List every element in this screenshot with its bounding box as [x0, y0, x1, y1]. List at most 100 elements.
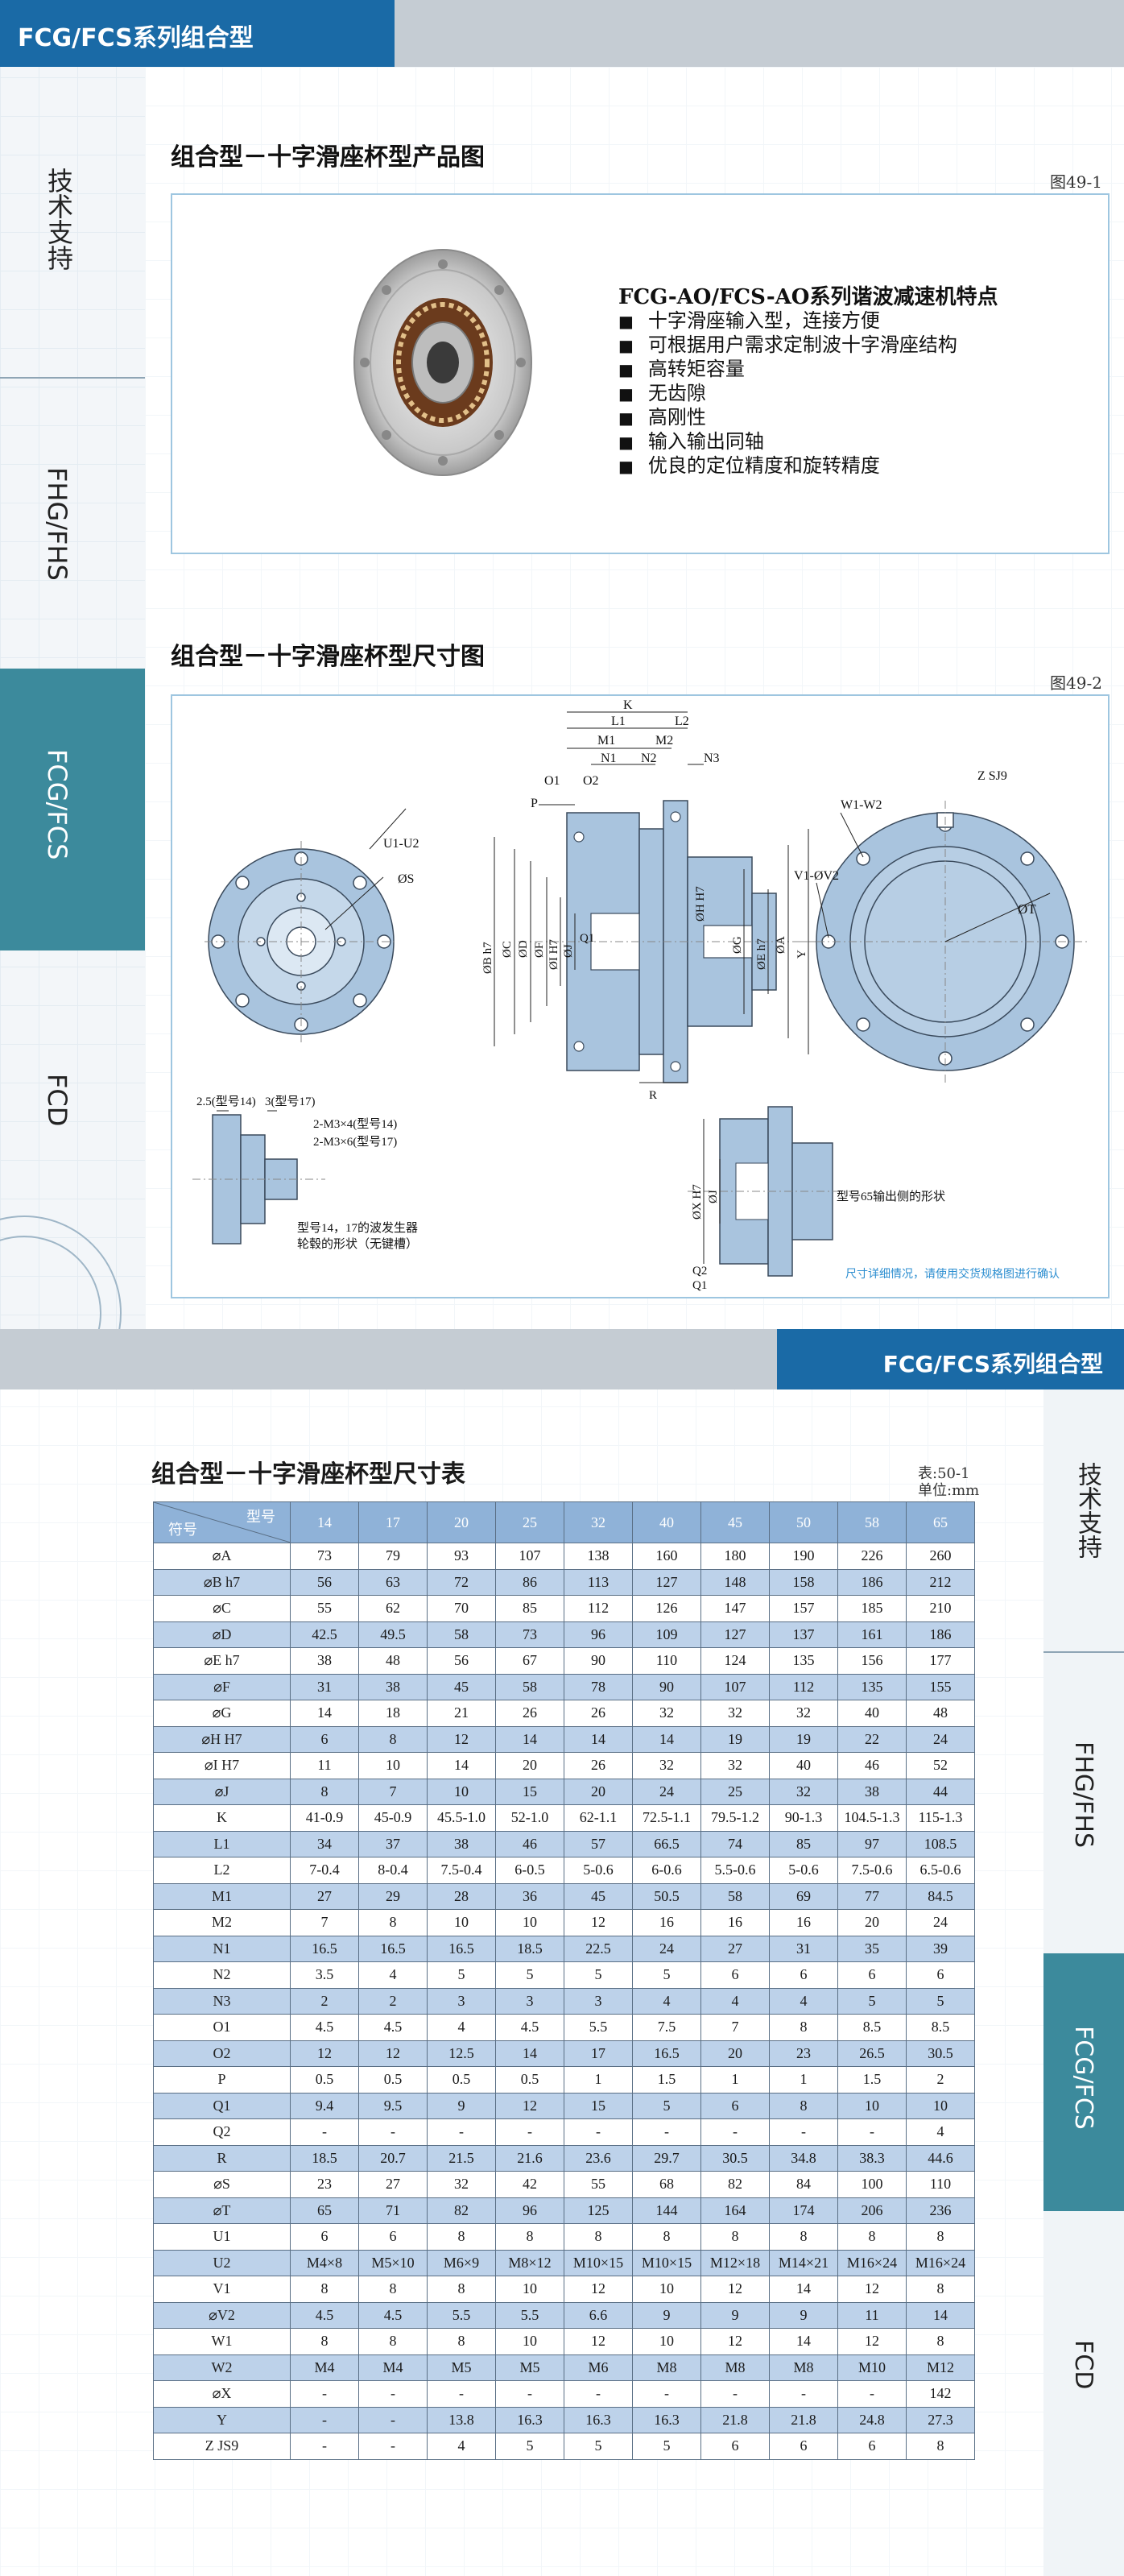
table-cell: 6	[700, 2092, 770, 2119]
side-tab-label: FCG/FCS	[42, 749, 72, 860]
table-cell: 4	[427, 2433, 496, 2460]
table-cell: 12	[564, 2276, 633, 2303]
table-cell: 8	[427, 2276, 496, 2303]
table-cell: 8	[358, 1909, 428, 1936]
table-cell: 4	[632, 1987, 701, 2015]
side-tab-tech-support[interactable]: 技术支持	[0, 67, 145, 377]
table-cell: 107	[495, 1543, 564, 1570]
table-cell: 135	[769, 1647, 838, 1675]
table-cell: 14	[769, 2328, 838, 2355]
table-cell: 8	[358, 2328, 428, 2355]
row-symbol: ⌀V2	[153, 2301, 291, 2329]
table-cell: 38	[290, 1647, 359, 1675]
table-cell: 0.5	[495, 2066, 564, 2094]
table-cell: 110	[632, 1647, 701, 1675]
table-cell: 5	[564, 2433, 633, 2460]
table-cell: 0.5	[358, 2066, 428, 2094]
table-cell: M5×10	[358, 2249, 428, 2276]
drawing-label: ØJ	[707, 1190, 720, 1203]
side-tab-label: 技术支持	[43, 168, 74, 271]
table-cell: 5	[632, 2433, 701, 2460]
row-symbol: ⌀B h7	[153, 1568, 291, 1596]
table-cell: 38	[358, 1673, 428, 1700]
table-cell: 18.5	[290, 2144, 359, 2172]
table-cell: 36	[495, 1882, 564, 1910]
table-cell: 127	[632, 1568, 701, 1596]
side-tab-fcg-fcs[interactable]: FCG/FCS	[0, 669, 145, 950]
table-cell: 113	[564, 1568, 633, 1596]
side-tab-fcd[interactable]: FCD	[1043, 2227, 1124, 2469]
table-cell: 52-1.0	[495, 1804, 564, 1832]
table-cell: 108.5	[906, 1830, 975, 1857]
table-cell: 79	[358, 1543, 428, 1570]
table-cell: 27.3	[906, 2406, 975, 2433]
table-cell: 100	[837, 2171, 907, 2198]
table-cell: 27	[358, 2171, 428, 2198]
side-tab-fhg-fhs[interactable]: FHG/FHS	[0, 379, 145, 652]
table-cell: 126	[632, 1595, 701, 1622]
row-symbol: ⌀D	[153, 1621, 291, 1648]
model-header: 14	[290, 1501, 359, 1543]
table-cell: 44.6	[906, 2144, 975, 2172]
model-header: 58	[837, 1501, 907, 1543]
drawing-label: ØC	[501, 941, 514, 958]
table-cell: 77	[837, 1882, 907, 1910]
table-cell: 66.5	[632, 1830, 701, 1857]
table-cell: -	[837, 2118, 907, 2146]
side-tab-tech-support[interactable]: 技术支持	[1043, 1389, 1124, 1651]
table-cell: 21.6	[495, 2144, 564, 2172]
side-tab-fcg-fcs[interactable]: FCG/FCS	[1043, 1953, 1124, 2211]
drawing-label: O1	[544, 774, 560, 788]
feature-item: 十字滑座输入型，连接方便	[618, 309, 957, 333]
table-cell: 206	[837, 2197, 907, 2224]
table-cell: 10	[358, 1752, 428, 1779]
side-nav: 技术支持 FHG/FHS FCG/FCS FCD	[0, 67, 145, 1329]
table-cell: 38	[837, 1778, 907, 1805]
table-cell: 8	[837, 2223, 907, 2251]
side-tab-fhg-fhs[interactable]: FHG/FHS	[1043, 1651, 1124, 1931]
drawing-label: 2-M3×6(型号17)	[313, 1135, 397, 1149]
side-tab-fcd[interactable]: FCD	[0, 961, 145, 1235]
figure-label: 图49-1	[1050, 172, 1102, 192]
table-cell: 1	[700, 2066, 770, 2094]
table-title: 组合型－十字滑座杯型尺寸表	[151, 1460, 465, 1489]
table-cell: 82	[427, 2197, 496, 2224]
table-cell: 4.5	[290, 2014, 359, 2041]
table-cell: 55	[564, 2171, 633, 2198]
table-cell: 57	[564, 1830, 633, 1857]
table-cell: M4	[290, 2354, 359, 2381]
table-cell: -	[632, 2380, 701, 2408]
table-cell: 22.5	[564, 1935, 633, 1962]
table-cell: 31	[769, 1935, 838, 1962]
drawing-label: O2	[583, 774, 599, 788]
table-cell: 226	[837, 1543, 907, 1570]
table-cell: 26	[564, 1752, 633, 1779]
drawing-label: M2	[655, 734, 673, 748]
table-cell: 4	[358, 1961, 428, 1989]
table-cell: 16.3	[632, 2406, 701, 2433]
table-cell: 12	[358, 2040, 428, 2067]
features-list: 十字滑座输入型，连接方便 可根据用户需求定制波十字滑座结构 高转矩容量 无齿隙 …	[618, 309, 957, 478]
table-cell: 46	[837, 1752, 907, 1779]
table-cell: 78	[564, 1673, 633, 1700]
drawing-label: L2	[675, 714, 689, 728]
table-cell: M14×21	[769, 2249, 838, 2276]
table-cell: 14	[495, 1725, 564, 1753]
table-cell: 8	[358, 2276, 428, 2303]
table-cell: 16.5	[632, 2040, 701, 2067]
table-cell: -	[427, 2380, 496, 2408]
drawing-label: ØF	[533, 942, 546, 958]
table-cell: M6×9	[427, 2249, 496, 2276]
row-symbol: L1	[153, 1830, 291, 1857]
table-cell: M4	[358, 2354, 428, 2381]
table-cell: 5	[906, 1987, 975, 2015]
table-cell: 3	[564, 1987, 633, 2015]
